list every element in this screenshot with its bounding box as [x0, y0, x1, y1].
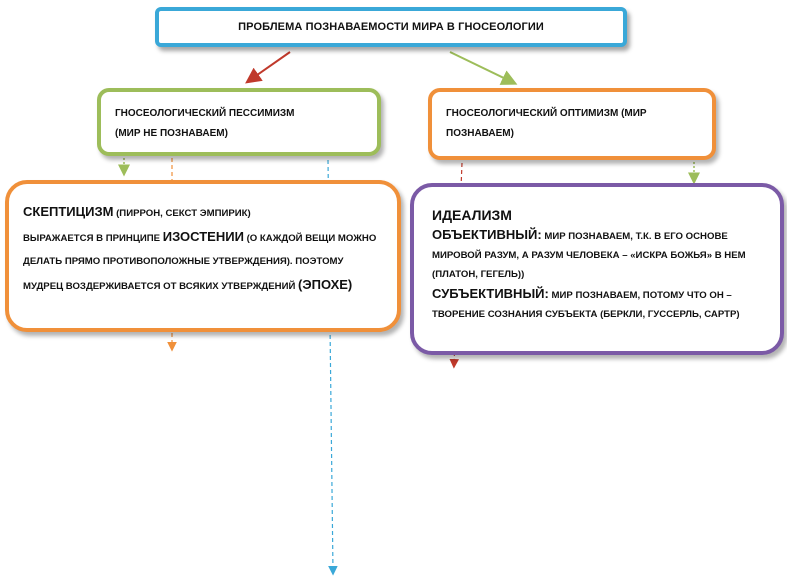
skepticism-text1: ВЫРАЖАЕТСЯ В ПРИНЦИПЕ [23, 233, 163, 244]
pessimism-line1: ГНОСЕОЛОГИЧЕСКИЙ ПЕССИМИЗМ [115, 108, 295, 119]
optimism-box: ГНОСЕОЛОГИЧЕСКИЙ ОПТИМИЗМ (МИР ПОЗНАВАЕМ… [428, 88, 716, 160]
optimism-line1: ГНОСЕОЛОГИЧЕСКИЙ ОПТИМИЗМ (МИР [446, 108, 647, 119]
optimism-line2: ПОЗНАВАЕМ) [446, 128, 514, 139]
arrow-title-to-pessimism [245, 51, 291, 84]
objective-label: ОБЪЕКТИВНЫЙ: [432, 227, 542, 242]
subjective-idealism: СУБЪЕКТИВНЫЙ: МИР ПОЗНАВАЕМ, ПОТОМУ ЧТО … [432, 284, 762, 324]
skepticism-term-note: (ПИРРОН, СЕКСТ ЭМПИРИК) [113, 208, 251, 219]
arrow-pessimism-blue-dashed [327, 159, 338, 576]
idealism-heading: ИДЕАЛИЗМ [432, 207, 512, 223]
skepticism-text2: (О КАЖДОЙ ВЕЩИ МОЖНО ДЕЛАТЬ ПРЯМО ПРОТИВ… [23, 233, 377, 292]
objective-idealism: ОБЪЕКТИВНЫЙ: МИР ПОЗНАВАЕМ, Т.К. В ЕГО О… [432, 225, 762, 284]
arrow-title-to-optimism [449, 51, 518, 85]
subjective-text: МИР ПОЗНАВАЕМ, ПОТОМУ ЧТО ОН – ТВОРЕНИЕ … [432, 290, 740, 320]
pessimism-box: ГНОСЕОЛОГИЧЕСКИЙ ПЕССИМИЗМ (МИР НЕ ПОЗНА… [97, 88, 381, 156]
title-box: ПРОБЛЕМА ПОЗНАВАЕМОСТИ МИРА В ГНОСЕОЛОГИ… [155, 7, 627, 47]
skepticism-term: СКЕПТИЦИЗМ [23, 204, 114, 219]
objective-text: МИР ПОЗНАВАЕМ, Т.К. В ЕГО ОСНОВЕ МИРОВОЙ… [432, 231, 746, 280]
idealism-box: ИДЕАЛИЗМ ОБЪЕКТИВНЫЙ: МИР ПОЗНАВАЕМ, Т.К… [410, 183, 784, 355]
epoche-term: (ЭПОХЕ) [298, 277, 353, 292]
skepticism-box: СКЕПТИЦИЗМ (ПИРРОН, СЕКСТ ЭМПИРИК) ВЫРАЖ… [5, 180, 401, 332]
pessimism-line2: (МИР НЕ ПОЗНАВАЕМ) [115, 128, 228, 139]
subjective-label: СУБЪЕКТИВНЫЙ: [432, 286, 549, 301]
diagram-title: ПРОБЛЕМА ПОЗНАВАЕМОСТИ МИРА В ГНОСЕОЛОГИ… [238, 21, 544, 33]
isosthenia-term: ИЗОСТЕНИИ [162, 229, 244, 244]
skepticism-text: СКЕПТИЦИЗМ (ПИРРОН, СЕКСТ ЭМПИРИК) ВЫРАЖ… [23, 200, 383, 298]
